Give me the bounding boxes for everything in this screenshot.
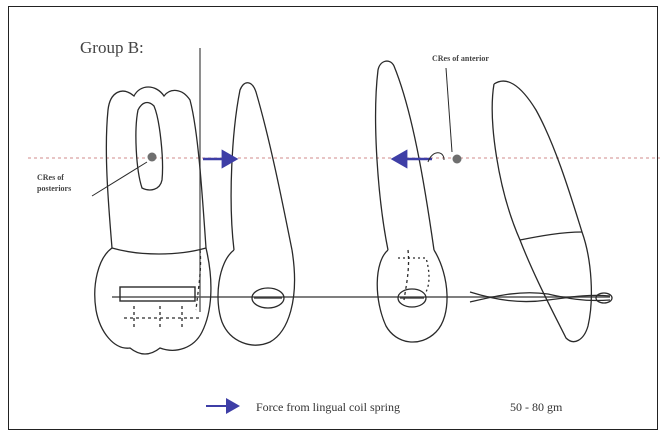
rotation-hint [428, 153, 444, 162]
anterior-incisor [376, 61, 447, 342]
cres-anterior-pointer [446, 68, 452, 152]
cres-posterior-label-line2: posteriors [37, 184, 71, 193]
cres-anterior-label: CRes of anterior [432, 54, 489, 63]
cres-posterior-label: CRes of posteriors [37, 172, 97, 194]
legend-text: Force from lingual coil spring [256, 400, 400, 415]
cres-posterior-dot [148, 153, 157, 162]
posterior-molar [95, 87, 211, 354]
posterior-premolar [218, 83, 295, 345]
diagram-title: Group B: [80, 38, 144, 58]
cres-anterior-dot [453, 155, 462, 164]
cres-posterior-label-line1: CRes of [37, 173, 64, 182]
legend-value: 50 - 80 gm [510, 400, 562, 415]
anterior-lateral [470, 81, 612, 342]
cres-posterior-pointer [92, 162, 147, 196]
